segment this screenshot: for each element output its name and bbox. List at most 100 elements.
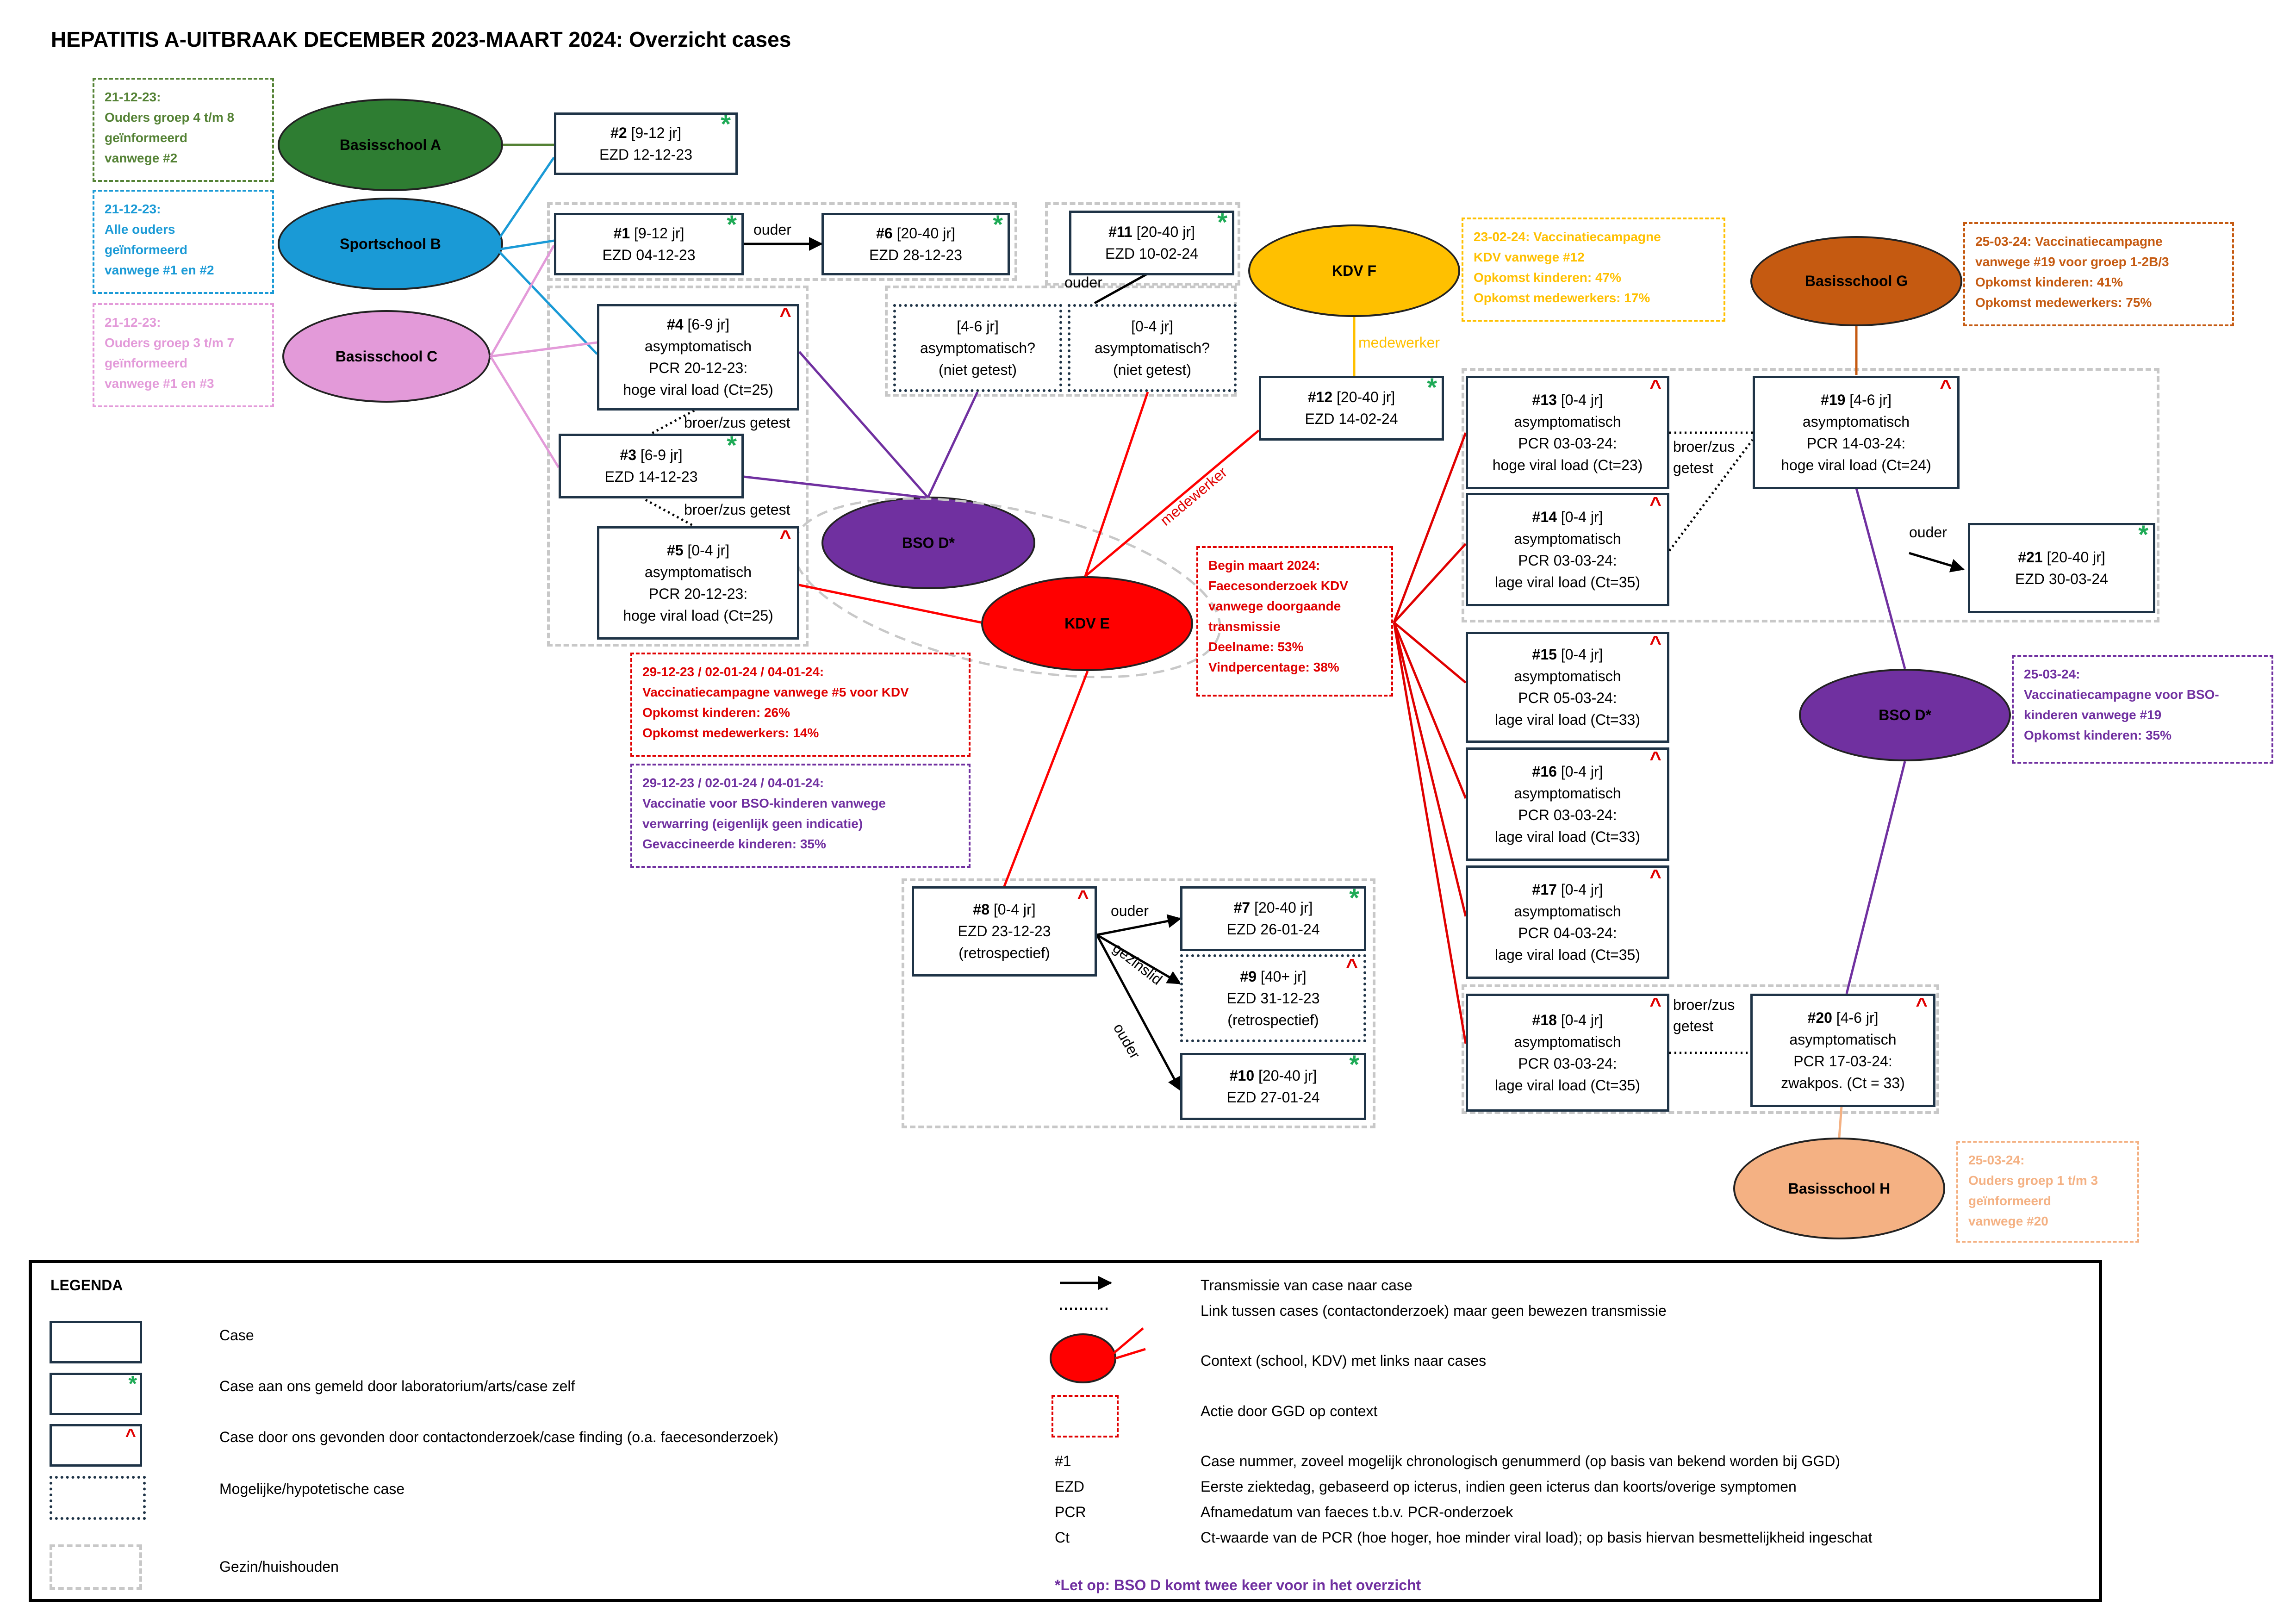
case-number: #3 [620,447,636,463]
case-line: EZD 14-02-24 [1305,411,1398,427]
household-box [1462,368,2159,622]
case-age: [20-40 jr] [1254,899,1313,916]
case-age: [0-4 jr] [1561,391,1603,408]
legend-household-sample [50,1544,142,1590]
context-basisschool-c: Basisschool C [282,310,491,403]
case-line: asymptomatisch [1514,902,1621,920]
context-label: KDV E [1064,615,1110,632]
household-box [1045,202,1240,286]
legend-abbr-value: Ct-waarde van de PCR (hoe hoger, hoe min… [1201,1529,1873,1546]
link-line [1845,761,1906,994]
case-line: asymptomatisch [1514,1033,1621,1050]
note-line: Vaccinatiecampagne vanwege #5 voor KDV [642,685,909,699]
note-line: Opkomst medewerkers: 17% [1474,291,1650,305]
note-line: Faecesonderzoek KDV [1208,579,1348,593]
context-label: Sportschool B [340,235,441,252]
note-line: Ouders groep 3 t/m 7 [105,336,235,350]
legend-title: LEGENDA [50,1277,123,1294]
case-header: #10 [20-40 jr] [1182,1065,1364,1087]
case-number: #4 [666,316,684,333]
case-age: [4-6 jr] [957,317,999,335]
case-line: PCR 14-03-24: [1806,435,1906,452]
case-age: [9-12 jr] [634,224,684,242]
case-line: lage viral load (Ct=35) [1495,573,1640,591]
hypothetical-case: [0-4 jr] asymptomatisch? (niet getest) [1068,304,1237,392]
case-line: lage viral load (Ct=33) [1495,711,1640,728]
note-line: verwarring (eigenlijk geen indicatie) [642,816,863,831]
case-header: #12 [20-40 jr] [1261,386,1442,408]
case-line: hoge viral load (Ct=25) [623,607,773,624]
case-age: [20-40 jr] [1136,224,1195,240]
legend-found-label: Case door ons gevonden door contactonder… [219,1429,778,1445]
context-label: Basisschool A [339,136,442,153]
case-10: #10 [20-40 jr] EZD 27-01-24 * [1180,1052,1366,1120]
link-line [1909,552,1965,572]
case-line: asymptomatisch [1514,530,1621,547]
note-line: geïnformeerd [105,131,187,145]
found-caret-icon: ^ [1649,376,1661,398]
case-age: [0-4 jr] [1561,881,1603,898]
ggd-action-note: 29-12-23 / 02-01-24 / 04-01-24:Vaccinati… [630,764,971,868]
case-line: PCR 17-03-24: [1793,1052,1892,1070]
case-17: #17 [0-4 jr] asymptomatisch PCR 04-03-24… [1466,865,1669,979]
case-line: EZD 10-02-24 [1105,245,1198,262]
context-label: BSO D* [1879,706,1931,723]
household-box [547,286,809,647]
link-line [798,351,929,498]
case-line: PCR 03-03-24: [1518,806,1617,823]
context-bso-d: BSO D* [821,497,1035,589]
legend-abbr-key: EZD [1055,1478,1084,1495]
case-2: #2 [9-12 jr] EZD 12-12-23 * [554,111,738,175]
case-header: #2 [9-12 jr] [556,122,735,144]
case-3: #3 [6-9 jr] EZD 14-12-23 * [559,430,744,498]
case-age: [0-4 jr] [1561,763,1603,780]
context-sportschool-b: Sportschool B [278,198,503,290]
legend: LEGENDA Case * Case aan ons gemeld door … [29,1260,2102,1602]
legend-reported-sample: * [50,1372,142,1415]
reported-star-icon: * [128,1372,137,1396]
note-line: Deelname: 53% [1208,640,1304,654]
case-line: EZD 14-12-23 [604,468,698,485]
reported-star-icon: * [727,430,737,460]
legend-context-link-sample [1112,1327,1144,1355]
case-age: [20-40 jr] [2047,548,2105,566]
ggd-action-note: 25-03-24:Vaccinatiecampagne voor BSO-kin… [2012,655,2273,764]
note-line: 25-03-24: [1968,1153,2025,1167]
case-line: PCR 03-03-24: [1518,552,1617,569]
case-age: [4-6 jr] [1849,391,1892,408]
case-number: #15 [1532,646,1557,663]
note-line: Opkomst kinderen: 41% [1975,275,2123,289]
case-number: #18 [1532,1011,1557,1028]
note-line: vanwege #1 en #2 [105,263,214,277]
legend-link-label: Link tussen cases (contactonderzoek) maa… [1201,1302,1667,1319]
case-15: #15 [0-4 jr] asymptomatisch PCR 05-03-24… [1466,632,1669,743]
case-number: #2 [610,124,627,141]
case-header: #16 [0-4 jr] [1468,761,1667,783]
case-header: #4 [6-9 jr] [599,314,797,336]
found-caret-icon: ^ [1649,994,1661,1016]
case-13: #13 [0-4 jr] asymptomatisch PCR 03-03-24… [1466,376,1669,489]
note-line: geïnformeerd [105,243,187,257]
household-box [1462,984,1939,1114]
link-line [497,249,598,355]
note-line: 25-03-24: [2024,667,2080,681]
case-header: #15 [0-4 jr] [1468,644,1667,666]
link-label: ouder [753,221,791,238]
case-line: hoge viral load (Ct=23) [1492,456,1643,473]
case-number: #9 [1240,968,1257,985]
link-line [1855,488,1906,669]
case-age: [0-4 jr] [1131,317,1173,335]
note-line: Opkomst kinderen: 35% [2024,728,2172,742]
case-line: lage viral load (Ct=35) [1495,1076,1640,1094]
case-header: #5 [0-4 jr] [599,540,797,561]
case-header: #8 [0-4 jr] [914,899,1095,921]
link-label: ouder [1111,902,1149,919]
note-line: Gevaccineerde kinderen: 35% [642,837,826,851]
reported-star-icon: * [993,210,1003,239]
legend-reported-label: Case aan ons gemeld door laboratorium/ar… [219,1378,575,1394]
legend-abbr-key: #1 [1055,1453,1071,1469]
case-line: asymptomatisch [1514,413,1621,430]
case-line: zwakpos. (Ct = 33) [1781,1074,1905,1091]
note-line: vanwege #19 voor groep 1-2B/3 [1975,255,2169,269]
